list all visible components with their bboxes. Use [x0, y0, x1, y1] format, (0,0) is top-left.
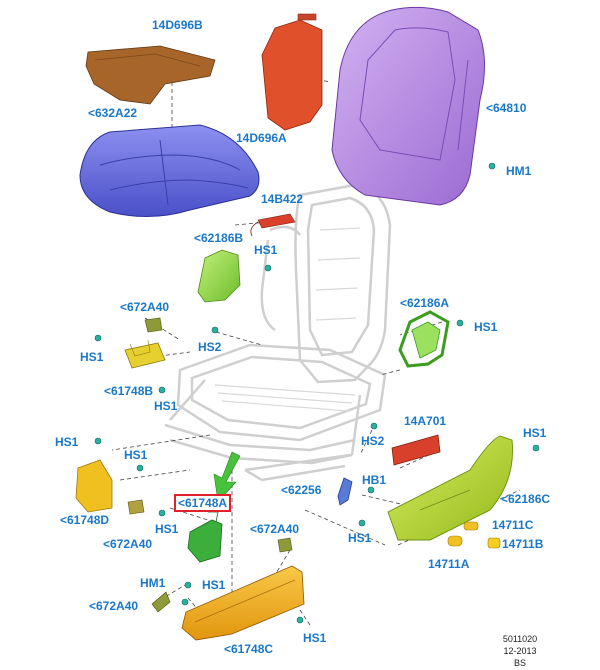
frame-springs: [214, 227, 361, 412]
label-14A701: 14A701: [404, 414, 447, 428]
diagram-date: 12-2013: [503, 646, 537, 656]
label-HM1-top: HM1: [506, 164, 532, 178]
screw-fasteners: [94, 162, 540, 624]
label-HS1-k: HS1: [303, 631, 327, 645]
part-14D696B-pad: [85, 45, 216, 105]
label-HS1-f: HS1: [55, 435, 79, 449]
label-14B422: 14B422: [261, 192, 304, 206]
label-14D696A: 14D696A: [236, 131, 287, 145]
part-14D696A-pad: [261, 13, 323, 131]
seat-frame: [164, 183, 392, 482]
label-HS1-g: HS1: [124, 448, 148, 462]
label-14D696B: 14D696B: [152, 18, 203, 32]
label-14711A: 14711A: [428, 557, 470, 571]
label-672A40-c: <672A40: [250, 522, 300, 536]
label-672A40-d: <672A40: [89, 599, 139, 613]
label-632A22: <632A22: [88, 106, 138, 120]
part-14711C-knob: [463, 521, 479, 531]
part-672A40-clip-c: [277, 537, 293, 553]
part-61748D-trim: [75, 459, 113, 513]
part-672A40-clip-b: [127, 499, 145, 515]
part-62256-handle: [337, 477, 353, 506]
part-14A701-switch: [391, 434, 441, 466]
diagram-code: 5011020: [502, 634, 538, 644]
part-672A40-clip-d: [151, 591, 171, 613]
label-HS1-b: HS1: [474, 320, 498, 334]
label-62186A: <62186A: [400, 296, 450, 310]
part-14711B-knob: [487, 537, 501, 549]
label-62256: <62256: [281, 483, 322, 497]
label-HS1-e: HS1: [523, 426, 547, 440]
label-672A40-a: <672A40: [120, 300, 170, 314]
part-14B422-connector: [250, 213, 296, 237]
part-62186C-side-shield: [387, 435, 513, 541]
label-HM1-bottom: HM1: [140, 576, 166, 590]
label-HS1-h: HS1: [155, 522, 179, 536]
callout-arrow: [213, 451, 241, 503]
part-14711A-knob: [447, 535, 463, 547]
label-HS1-c: HS1: [80, 350, 104, 364]
part-61748C-valance: [181, 565, 305, 641]
label-14711B: 14711B: [502, 537, 544, 551]
part-672A40-clip-a: [144, 317, 163, 333]
label-HS1-a: HS1: [254, 243, 278, 257]
part-62186A-trim: [398, 310, 450, 368]
label-HS1-i: HS1: [348, 531, 372, 545]
label-64810: <64810: [486, 101, 527, 115]
label-62186B: <62186B: [194, 231, 244, 245]
label-HS1-j: HS1: [202, 578, 226, 592]
label-672A40-b: <672A40: [103, 537, 153, 551]
part-64810-seat-back: [331, 6, 486, 206]
label-HS1-d: HS1: [154, 399, 178, 413]
diagram-initials: BS: [513, 658, 526, 668]
label-62186C: <62186C: [501, 492, 551, 506]
part-61748B-trim: [124, 339, 166, 369]
label-HS2-b: HS2: [361, 434, 385, 448]
label-61748A-highlighted: <61748A: [173, 494, 232, 512]
part-62186B-trim: [197, 249, 241, 303]
part-61748A-trim: [187, 511, 223, 563]
label-61748C: <61748C: [224, 642, 274, 656]
part-632A22-seat-cushion: [79, 124, 260, 217]
label-HB1: HB1: [362, 473, 387, 487]
label-61748D: <61748D: [60, 513, 110, 527]
label-61748B: <61748B: [104, 384, 154, 398]
label-14711C: 14711C: [492, 518, 534, 532]
label-HS2-a: HS2: [198, 340, 222, 354]
